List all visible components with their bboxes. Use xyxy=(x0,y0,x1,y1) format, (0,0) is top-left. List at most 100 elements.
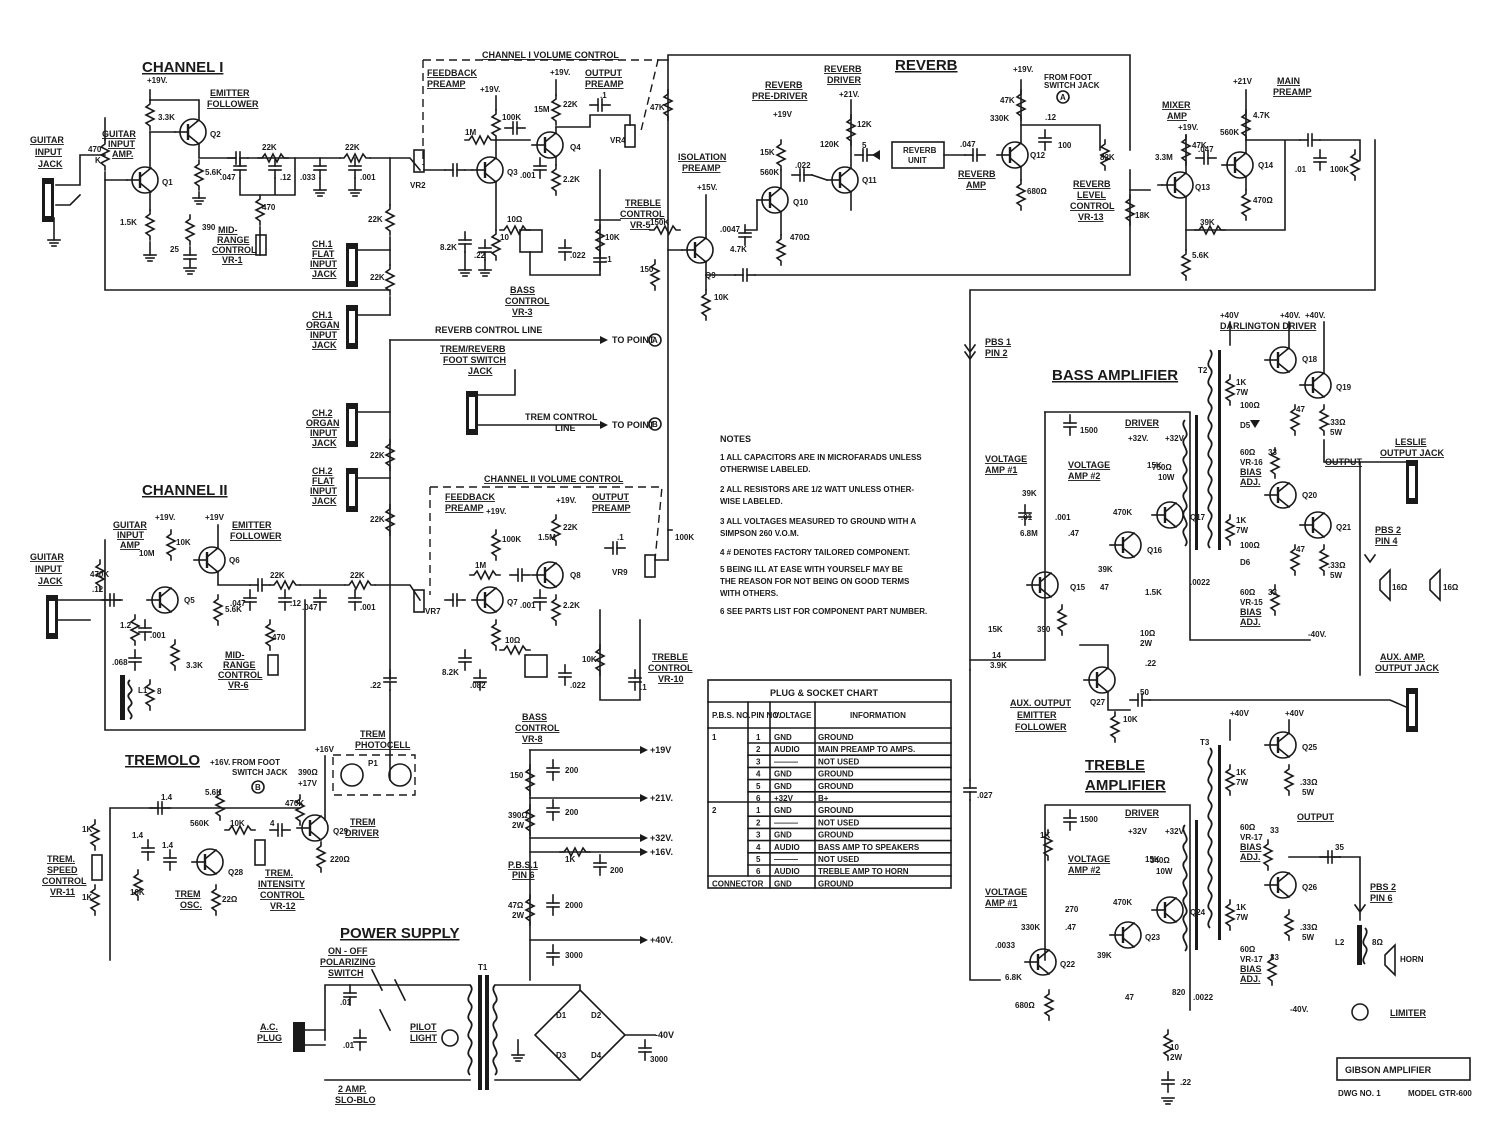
svg-text:.047: .047 xyxy=(1198,145,1214,154)
svg-text:1K: 1K xyxy=(82,825,92,834)
guitar-input-jack-1[interactable] xyxy=(42,178,54,222)
svg-text:Q3: Q3 xyxy=(507,168,518,177)
ch1-flat-input-jack[interactable] xyxy=(346,243,358,287)
svg-text:T1: T1 xyxy=(478,963,488,972)
transistor-q18 xyxy=(1263,345,1298,375)
svg-text:8.2K: 8.2K xyxy=(442,668,459,677)
svg-text:POLARIZING: POLARIZING xyxy=(320,957,376,967)
svg-text:UNIT: UNIT xyxy=(908,156,927,165)
svg-text:.027: .027 xyxy=(977,791,993,800)
svg-text:Q15: Q15 xyxy=(1070,583,1086,592)
dwg-number: DWG NO. 1 xyxy=(1338,1089,1381,1098)
svg-text:.1: .1 xyxy=(600,91,607,100)
svg-text:PIN 4: PIN 4 xyxy=(1375,536,1398,546)
svg-text:340Ω: 340Ω xyxy=(1150,856,1170,865)
svg-text:P.B.S.1: P.B.S.1 xyxy=(508,860,538,870)
svg-text:150K: 150K xyxy=(650,218,669,227)
leslie-output-jack[interactable] xyxy=(1406,460,1418,504)
svg-text:60Ω: 60Ω xyxy=(1240,945,1256,954)
svg-text:.047: .047 xyxy=(302,603,318,612)
plug-chart-cell: 5 xyxy=(756,782,761,791)
svg-text:.001: .001 xyxy=(520,171,536,180)
svg-text:10K: 10K xyxy=(1123,715,1138,724)
svg-text:100K: 100K xyxy=(502,113,521,122)
svg-text:16Ω: 16Ω xyxy=(1443,583,1459,592)
ch2-flat-input-jack[interactable] xyxy=(346,468,358,512)
transistor-q23 xyxy=(1108,920,1143,950)
svg-text:AMP: AMP xyxy=(120,540,140,550)
svg-text:LIMITER: LIMITER xyxy=(1390,1008,1426,1018)
svg-text:25: 25 xyxy=(170,245,179,254)
svg-text:Q8: Q8 xyxy=(570,571,581,580)
svg-text:.022: .022 xyxy=(570,251,586,260)
plug-chart-cell: BASS AMP TO SPEAKERS xyxy=(818,843,920,852)
svg-text:D1: D1 xyxy=(556,1011,567,1020)
svg-text:47: 47 xyxy=(1296,405,1305,414)
svg-text:+19V.: +19V. xyxy=(480,85,500,94)
svg-text:.12: .12 xyxy=(1045,113,1057,122)
note-line: OTHERWISE LABELED. xyxy=(720,465,811,474)
svg-text:Q23: Q23 xyxy=(1145,933,1161,942)
svg-text:PBS 1: PBS 1 xyxy=(985,337,1011,347)
svg-text:Q17: Q17 xyxy=(1190,513,1206,522)
notes-heading: NOTES xyxy=(720,434,751,444)
guitar-input-jack-label: GUITAR xyxy=(30,135,64,145)
svg-text:T2: T2 xyxy=(1198,366,1208,375)
svg-text:BIAS: BIAS xyxy=(1240,467,1262,477)
note-line: 4 # DENOTES FACTORY TAILORED COMPONENT. xyxy=(720,548,910,557)
plug-chart-header: P.B.S. NO. xyxy=(712,711,751,720)
svg-text:1K: 1K xyxy=(1236,378,1246,387)
svg-text:AMP #1: AMP #1 xyxy=(985,465,1017,475)
svg-text:60Ω: 60Ω xyxy=(1240,448,1256,457)
svg-text:60Ω: 60Ω xyxy=(1240,823,1256,832)
svg-text:PREAMP: PREAMP xyxy=(585,79,624,89)
svg-text:Q1: Q1 xyxy=(162,178,173,187)
transistor-q17 xyxy=(1150,500,1185,530)
transistor-q27 xyxy=(1082,665,1117,695)
svg-text:1K: 1K xyxy=(1236,516,1246,525)
svg-text:+21V.: +21V. xyxy=(839,90,859,99)
svg-text:FOOT SWITCH: FOOT SWITCH xyxy=(443,355,506,365)
svg-text:Q18: Q18 xyxy=(1302,355,1318,364)
svg-text:TREM.: TREM. xyxy=(47,854,75,864)
plug-chart-cell: AUDIO xyxy=(774,867,800,876)
svg-text:2W: 2W xyxy=(512,911,524,920)
svg-text:+19V.: +19V. xyxy=(147,76,167,85)
svg-text:VR4: VR4 xyxy=(610,136,626,145)
svg-text:.047: .047 xyxy=(220,173,236,182)
svg-text:.1: .1 xyxy=(605,255,612,264)
plug-chart-cell: 2 xyxy=(756,745,761,754)
svg-text:VR-10: VR-10 xyxy=(658,674,684,684)
tremolo-title: TREMOLO xyxy=(125,752,200,769)
svg-text:INPUT: INPUT xyxy=(310,486,338,496)
transistor-q15 xyxy=(1025,570,1060,600)
svg-text:OUTPUT JACK: OUTPUT JACK xyxy=(1375,663,1440,673)
ch1-organ-input-jack[interactable] xyxy=(346,305,358,349)
svg-text:TREM/REVERB: TREM/REVERB xyxy=(440,344,506,354)
svg-text:AMP #2: AMP #2 xyxy=(1068,471,1100,481)
svg-text:BIAS: BIAS xyxy=(1240,607,1262,617)
svg-text:VOLTAGE: VOLTAGE xyxy=(985,454,1027,464)
svg-text:SPEED: SPEED xyxy=(47,865,78,875)
svg-text:10K: 10K xyxy=(130,888,145,897)
svg-text:AMP: AMP xyxy=(1167,111,1187,121)
plug-chart-cell: 6 xyxy=(756,867,761,876)
trem-reverb-foot-jack[interactable] xyxy=(466,391,478,435)
svg-text:ADJ.: ADJ. xyxy=(1240,974,1261,984)
svg-text:5W: 5W xyxy=(1302,788,1314,797)
plug-chart-cell: GROUND xyxy=(818,879,854,888)
svg-text:22K: 22K xyxy=(370,515,385,524)
svg-text:22K: 22K xyxy=(345,143,360,152)
svg-text:1.5K: 1.5K xyxy=(120,218,137,227)
svg-text:2.2K: 2.2K xyxy=(563,175,580,184)
guitar-input-jack-2[interactable] xyxy=(46,595,58,639)
svg-text:PREAMP: PREAMP xyxy=(427,79,466,89)
svg-text:Q28: Q28 xyxy=(228,868,244,877)
svg-text:+16V: +16V xyxy=(315,745,335,754)
aux-amp-output-jack[interactable] xyxy=(1406,688,1418,732)
ch2-organ-input-jack[interactable] xyxy=(346,403,358,447)
svg-text:AMP.: AMP. xyxy=(112,149,133,159)
svg-text:PREAMP: PREAMP xyxy=(445,503,484,513)
svg-text:BASS: BASS xyxy=(510,285,535,295)
channel-2-title: CHANNEL II xyxy=(142,482,228,499)
